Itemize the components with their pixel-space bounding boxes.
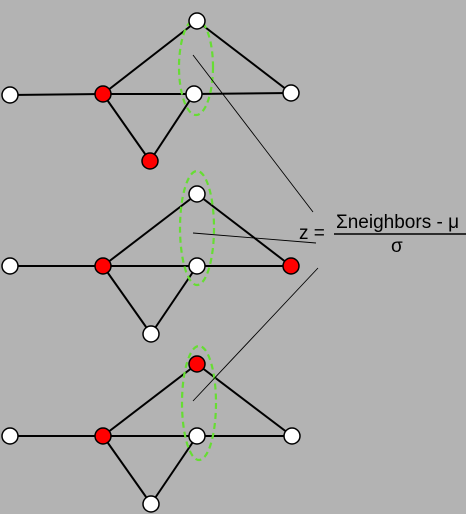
edge [102,193,198,267]
formula-denominator: σ [391,236,403,257]
node-center-red [94,427,112,445]
pointer-line [192,54,314,213]
node-left-white [1,86,19,104]
node-top-white [188,12,206,30]
neighbor-highlight-ellipse [178,169,216,287]
node-right-white [283,427,301,445]
graph-bottom [1,344,301,513]
edge [150,435,198,505]
node-top-red [188,355,206,373]
node-inner-white [185,85,203,103]
edge [102,363,198,437]
node-bottom-red [141,152,159,170]
node-left-white [1,257,19,275]
edge [102,265,152,335]
edge [9,93,104,96]
edge [193,92,292,95]
node-inner-white [188,257,206,275]
pointer-line [192,232,317,244]
formula-lhs: z = [299,223,325,244]
edge [196,193,292,267]
edge [102,93,151,162]
node-center-red [94,257,112,275]
node-right-red [282,257,300,275]
edge [196,363,293,437]
z-score-formula: z = Σneighbors - μ σ [299,212,466,257]
node-top-white [188,185,206,203]
formula-numerator: Σneighbors - μ [336,212,459,233]
edge [150,265,198,335]
edge [149,93,195,162]
node-left-white [1,427,19,445]
node-bottom-white [142,325,160,343]
node-center-red [94,85,112,103]
pointer-line [192,267,319,402]
graph-middle [1,169,300,343]
edge [196,20,292,94]
node-right-white [282,84,300,102]
graphs-layer [1,12,301,513]
graph-top [1,12,300,170]
node-bottom-white [142,495,160,513]
edge [102,435,152,505]
pointer-lines [192,54,319,402]
edge [102,20,198,95]
node-inner-white [188,427,206,445]
neighbor-highlight-ellipse [180,344,218,462]
